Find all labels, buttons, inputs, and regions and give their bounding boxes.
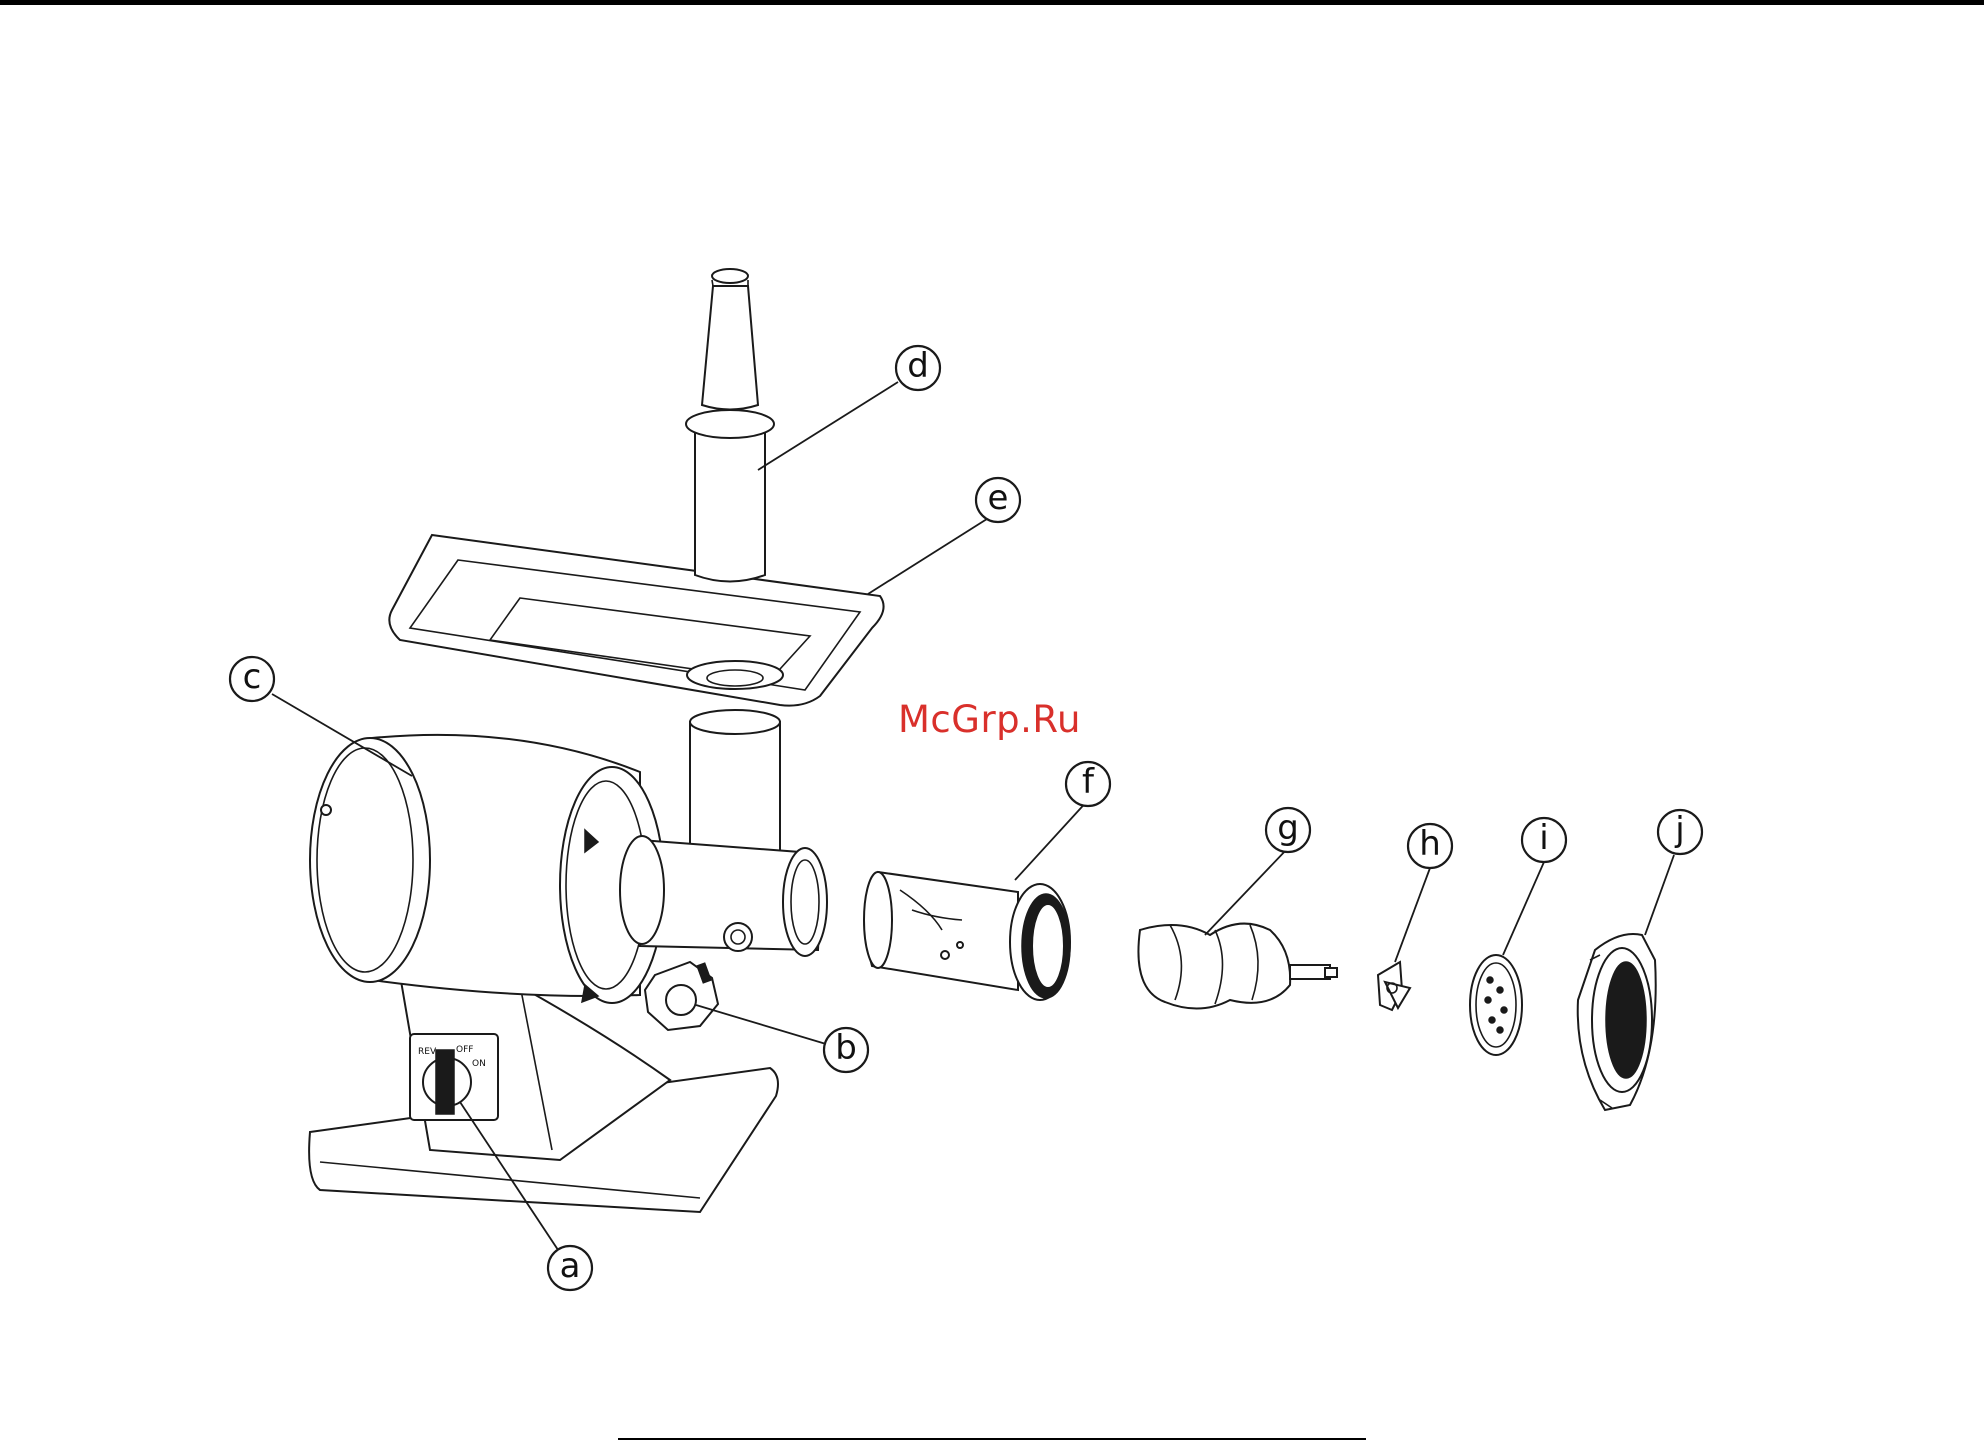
callout-label-c: c (243, 657, 262, 697)
cutting-knife (1378, 962, 1410, 1010)
callout-b: b (824, 1028, 868, 1072)
callout-label-j: j (1674, 810, 1684, 850)
callout-c: c (230, 657, 274, 701)
switch-label-on: ON (472, 1059, 486, 1069)
callout-label-g: g (1277, 808, 1299, 848)
motor-housing (310, 735, 664, 1003)
bottom-rule (618, 1438, 1366, 1440)
feed-screw (1138, 924, 1337, 1009)
rotary-switch: REV OFF ON (410, 1034, 498, 1120)
callout-d: d (896, 346, 940, 390)
callout-label-b: b (835, 1028, 857, 1068)
callout-label-f: f (1082, 762, 1095, 802)
callout-h: h (1408, 824, 1452, 868)
callout-j: j (1658, 810, 1702, 854)
callout-i: i (1522, 818, 1566, 862)
feeding-tray (389, 535, 883, 706)
food-pusher (686, 269, 774, 582)
callout-a: a (548, 1246, 592, 1290)
callout-f: f (1066, 762, 1110, 806)
watermark-text: McGrp.Ru (898, 698, 1081, 741)
callout-label-d: d (907, 346, 929, 386)
callout-label-a: a (560, 1246, 581, 1286)
switch-label-off: OFF (456, 1045, 473, 1055)
callout-e: e (976, 478, 1020, 522)
callout-label-h: h (1419, 824, 1441, 864)
grinder-cylinder (864, 872, 1070, 1000)
callout-label-e: e (988, 478, 1009, 518)
switch-label-rev: REV (418, 1047, 437, 1057)
callout-label-i: i (1539, 818, 1548, 858)
callout-g: g (1266, 808, 1310, 852)
grinding-plate (1470, 955, 1522, 1055)
ring-nut (1578, 934, 1656, 1110)
